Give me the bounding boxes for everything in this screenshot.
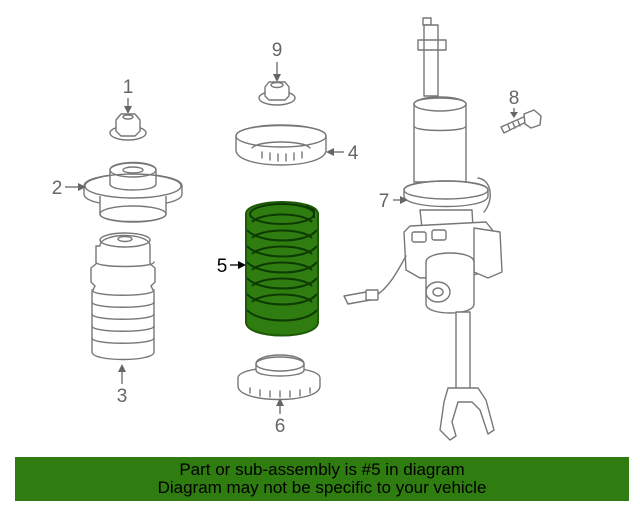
callout-6: 6 (275, 398, 286, 437)
callout-3-label: 3 (117, 386, 128, 407)
part-7-strut-assembly[interactable] (343, 17, 503, 441)
callout-3: 3 (117, 364, 128, 407)
part-3-bump-stop[interactable] (90, 232, 156, 361)
callout-8-label: 8 (509, 88, 520, 109)
part-8-bolt[interactable] (500, 109, 542, 134)
part-5-coil-spring[interactable] (245, 201, 319, 337)
callout-5-label: 5 (217, 256, 228, 277)
callout-7-label: 7 (379, 191, 390, 212)
callout-8: 8 (509, 88, 520, 118)
callout-7: 7 (379, 191, 408, 212)
banner-line-part-number: Part or sub-assembly is #5 in diagram (179, 460, 465, 479)
callout-4: 4 (326, 143, 359, 164)
callout-9: 9 (272, 40, 283, 82)
banner-line-disclaimer: Diagram may not be specific to your vehi… (157, 478, 487, 497)
callout-2: 2 (52, 178, 86, 199)
callout-1: 1 (123, 77, 134, 114)
callout-1-label: 1 (123, 77, 134, 98)
callout-4-label: 4 (348, 143, 359, 164)
part-9-flange-nut[interactable] (258, 81, 296, 106)
callout-9-label: 9 (272, 40, 283, 61)
part-1-nut[interactable] (109, 113, 147, 141)
part-6-lower-spring-seat[interactable] (237, 354, 321, 401)
info-banner: Part or sub-assembly is #5 in diagram Di… (15, 457, 629, 501)
part-4-upper-spring-seat[interactable] (235, 124, 327, 166)
callout-2-label: 2 (52, 178, 63, 199)
part-2-strut-mount[interactable] (83, 161, 183, 223)
callout-5: 5 (217, 256, 246, 277)
callout-6-label: 6 (275, 416, 286, 437)
parts-diagram: 9 1 2 3 4 5 6 7 (52, 17, 542, 441)
